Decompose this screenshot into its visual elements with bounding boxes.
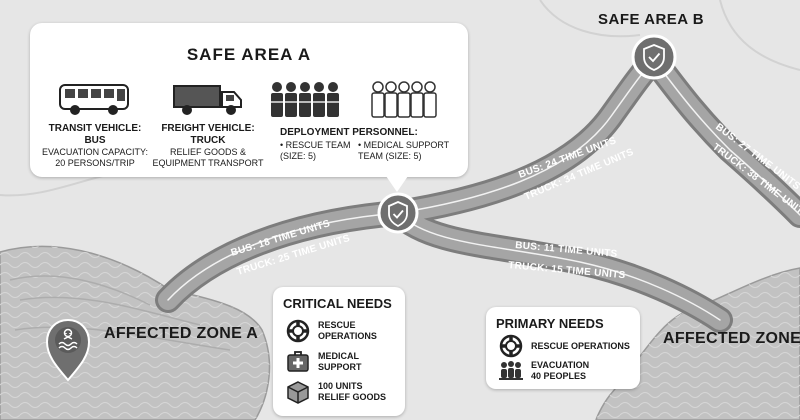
affected-zone-b-region [595, 267, 800, 420]
lifebuoy-icon [499, 334, 523, 358]
safe-area-a-node[interactable] [377, 192, 419, 234]
need-label: MEDICAL SUPPORT [318, 351, 362, 372]
people-group-icon [499, 361, 523, 380]
road-network [155, 47, 800, 333]
need-item: RESCUE OPERATIONS [286, 319, 377, 343]
truck-detail: RELIEF GOODS & EQUIPMENT TRANSPORT [152, 147, 264, 168]
need-item: RESCUE OPERATIONS [499, 334, 630, 358]
need-label: EVACUATION 40 PEOPLES [531, 360, 590, 381]
affected-zone-b-label: AFFECTED ZONE B [663, 330, 800, 347]
primary-needs-panel: PRIMARY NEEDS RESCUE OPERATIONS EVACUATI… [486, 307, 640, 389]
medical-team-item: • MEDICAL SUPPORT TEAM (SIZE: 5) [358, 140, 450, 161]
bus-detail: EVACUATION CAPACITY: 20 PERSONS/TRIP [41, 147, 149, 168]
medical-kit-icon [287, 351, 309, 372]
box-icon [287, 381, 309, 404]
need-label: RESCUE OPERATIONS [318, 320, 377, 341]
need-label: 100 UNITS RELIEF GOODS [318, 381, 387, 402]
shield-check-icon [643, 44, 665, 71]
bus-icon [59, 84, 129, 115]
terrain-line [719, 0, 800, 71]
safe-area-a-title: SAFE AREA A [186, 45, 312, 64]
bus-resource: TRANSIT VEHICLE: BUS EVACUATION CAPACITY… [38, 83, 152, 169]
critical-needs-title: CRITICAL NEEDS [283, 296, 392, 311]
need-item: EVACUATION 40 PEOPLES [499, 360, 589, 382]
personnel-heading: DEPLOYMENT PERSONNEL: [280, 127, 418, 138]
safe-area-a-callout: SAFE AREA A TRANSIT VEHICLE: BUS EVACUAT… [30, 23, 468, 177]
flood-person-icon [58, 328, 78, 351]
safe-area-b-node[interactable] [631, 34, 677, 80]
zone-a-marker[interactable] [45, 318, 91, 382]
terrain-line [539, 0, 641, 38]
truck-heading: FREIGHT VEHICLE: TRUCK [161, 123, 255, 146]
lifebuoy-icon [286, 319, 310, 343]
rescue-team-icon [271, 82, 339, 117]
primary-needs-title: PRIMARY NEEDS [496, 316, 604, 331]
truck-resource: FREIGHT VEHICLE: TRUCK RELIEF GOODS & EQ… [152, 83, 264, 169]
truck-icon [173, 85, 242, 115]
affected-zone-a-label: AFFECTED ZONE A [104, 325, 259, 342]
rescue-team-item: • RESCUE TEAM (SIZE: 5) [280, 140, 351, 161]
need-label: RESCUE OPERATIONS [531, 340, 630, 351]
shield-check-icon [388, 201, 408, 228]
need-item: MEDICAL SUPPORT [286, 350, 362, 374]
callout-pointer [386, 176, 408, 192]
critical-needs-panel: CRITICAL NEEDS RESCUE OPERATIONS MEDICAL… [273, 287, 405, 416]
medical-team-icon [371, 81, 437, 118]
bus-heading: TRANSIT VEHICLE: BUS [48, 123, 142, 146]
safe-area-b-label: SAFE AREA B [598, 11, 705, 28]
need-item: 100 UNITS RELIEF GOODS [286, 380, 386, 404]
